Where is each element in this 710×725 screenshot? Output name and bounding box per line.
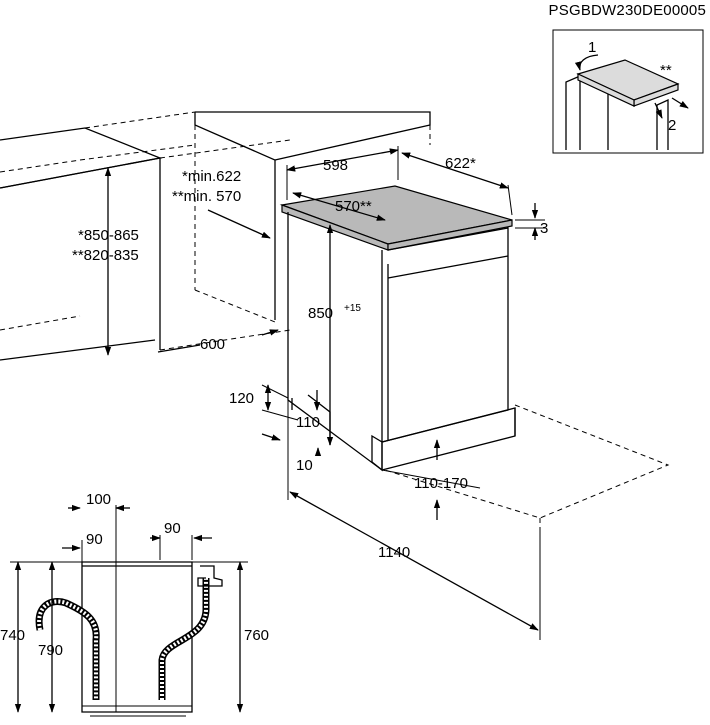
label-hose-90-left: 90 bbox=[86, 531, 103, 548]
label-hose-790: 790 bbox=[38, 642, 63, 659]
label-width: 598 bbox=[323, 157, 348, 174]
label-niche-width: 600 bbox=[200, 336, 225, 353]
label-hose-760: 760 bbox=[244, 627, 269, 644]
inset-note: ** bbox=[660, 62, 672, 79]
label-niche-depth: *min.622 bbox=[182, 168, 241, 185]
document-code: PSGBDW230DE00005 bbox=[548, 2, 706, 19]
label-worktop-gap: 3 bbox=[540, 220, 548, 237]
label-depth-alt: 570** bbox=[335, 198, 372, 215]
dimension-labels: *850-865 **820-835 *min.622 **min. 570 6… bbox=[72, 155, 548, 561]
label-height-tolerance: +15 bbox=[344, 303, 361, 314]
label-foot-110: 110 bbox=[296, 414, 320, 431]
dimension-lines bbox=[104, 146, 545, 640]
label-hose-740: 740 bbox=[0, 627, 25, 644]
label-foot-120: 120 bbox=[229, 390, 254, 407]
label-niche-height: *850-865 bbox=[78, 227, 139, 244]
label-total-depth: 1140 bbox=[378, 544, 410, 561]
label-depth: 622* bbox=[445, 155, 476, 172]
label-hose-90-right: 90 bbox=[164, 520, 181, 537]
label-kick-range: 110-170 bbox=[414, 475, 468, 492]
label-foot-10: 10 bbox=[296, 457, 313, 474]
inset-step-1: 1 bbox=[588, 39, 596, 56]
hose-view: 100 90 90 740 790 760 bbox=[0, 491, 269, 717]
label-height: 850 bbox=[308, 305, 333, 322]
label-hose-100: 100 bbox=[86, 491, 111, 508]
niche-outline bbox=[0, 111, 670, 530]
label-niche-depth-alt: **min. 570 bbox=[172, 188, 241, 205]
inset-step-2: 2 bbox=[668, 117, 676, 134]
inset-panel: 1 2 ** bbox=[552, 29, 704, 154]
label-niche-height-alt: **820-835 bbox=[72, 247, 139, 264]
